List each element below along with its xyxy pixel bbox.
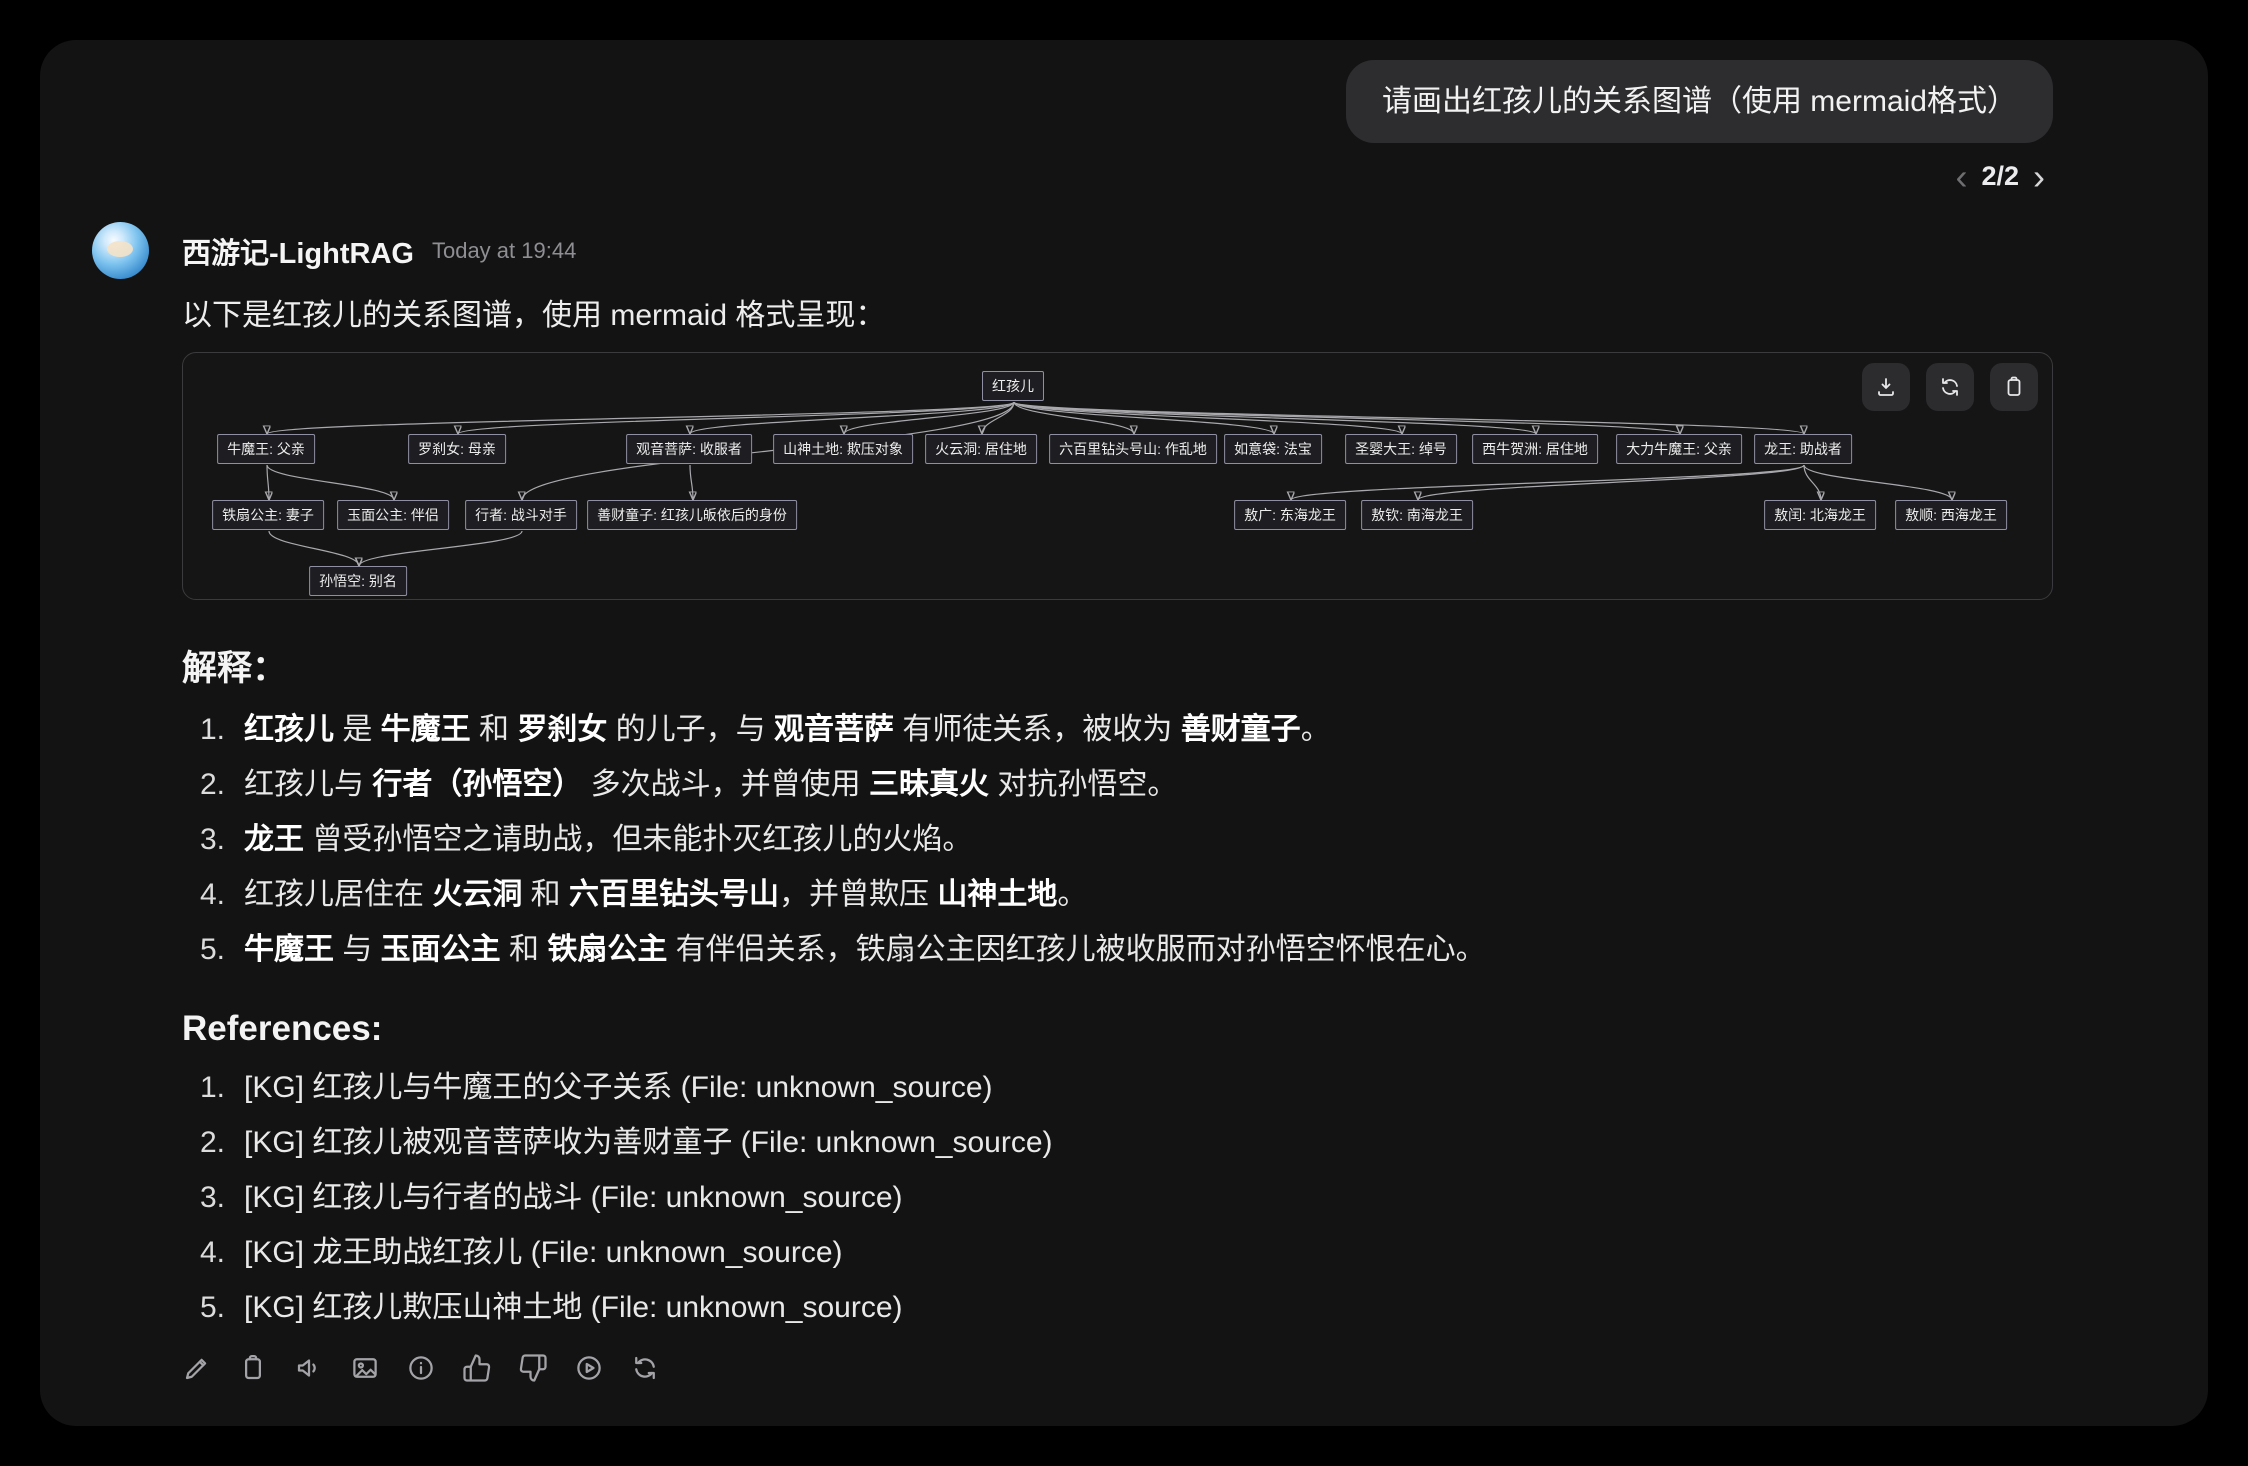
play-icon xyxy=(574,1353,604,1383)
speaker-button[interactable] xyxy=(294,1353,324,1383)
image-button[interactable] xyxy=(350,1353,380,1383)
reference-item: 5.[KG] 红孩儿欺压山神土地 (File: unknown_source) xyxy=(182,1289,2053,1327)
assistant-intro-text: 以下是红孩儿的关系图谱，使用 mermaid 格式呈现： xyxy=(182,299,886,332)
explanation-item: 3.龙王 曾受孙悟空之请助战，但未能扑灭红孩儿的火焰。 xyxy=(182,821,2053,859)
diagram-node-xiniu: 西牛贺洲: 居住地 xyxy=(1472,434,1598,464)
copy-button[interactable] xyxy=(238,1353,268,1383)
page-indicator: 2/2 xyxy=(1981,161,2019,191)
diagram-node-aoguang: 敖广: 东海龙王 xyxy=(1234,500,1346,530)
message-toolbar xyxy=(182,1353,2053,1383)
explanation-list: 1.红孩儿 是 牛魔王 和 罗刹女 的儿子，与 观音菩萨 有师徒关系，被收为 善… xyxy=(182,711,2053,969)
diagram-node-yumian: 玉面公主: 伴侣 xyxy=(337,500,449,530)
diagram-node-ruyidai: 如意袋: 法宝 xyxy=(1224,434,1322,464)
refresh-icon xyxy=(1938,375,1962,399)
chat-window: 请画出红孩儿的关系图谱（使用 mermaid格式） ‹ 2/2 › 西游记-Li… xyxy=(40,40,2208,1426)
diagram-edges xyxy=(183,401,2052,599)
reference-item: 2.[KG] 红孩儿被观音菩萨收为善财童子 (File: unknown_sou… xyxy=(182,1124,2053,1162)
diagram-node-aorun: 敖闰: 北海龙王 xyxy=(1764,500,1876,530)
copy-diagram-button[interactable] xyxy=(1990,363,2038,411)
user-message-bubble: 请画出红孩儿的关系图谱（使用 mermaid格式） xyxy=(1345,60,2053,143)
reference-item: 3.[KG] 红孩儿与行者的战斗 (File: unknown_source) xyxy=(182,1179,2053,1217)
edit-icon xyxy=(182,1353,212,1383)
assistant-header: 西游记-LightRAG Today at 19:44 xyxy=(92,222,2053,280)
info-icon xyxy=(406,1353,436,1383)
explanation-item: 5.牛魔王 与 玉面公主 和 铁扇公主 有伴侣关系，铁扇公主因红孩儿被收服而对孙… xyxy=(182,931,2053,969)
list-number: 2. xyxy=(200,768,226,801)
diagram-node-longwang: 龙王: 助战者 xyxy=(1754,434,1852,464)
diagram-node-tieshan: 铁扇公主: 妻子 xyxy=(212,500,324,530)
diagram-node-shanshen: 山神土地: 欺压对象 xyxy=(773,434,913,464)
references-list: 1.[KG] 红孩儿与牛魔王的父子关系 (File: unknown_sourc… xyxy=(182,1069,2053,1327)
relationship-diagram: 红孩儿牛魔王: 父亲 罗刹女: 母亲 观音菩萨: 收服者山神土地: 欺压对象火云洞:… xyxy=(182,352,2053,600)
diagram-node-guanyin: 观音菩萨: 收服者 xyxy=(626,434,752,464)
download-icon xyxy=(1874,375,1898,399)
edit-button[interactable] xyxy=(182,1353,212,1383)
diagram-node-shancai: 善财童子: 红孩儿皈依后的身份 xyxy=(587,500,797,530)
refresh-diagram-button[interactable] xyxy=(1926,363,1974,411)
thumbs-down-button[interactable] xyxy=(518,1353,548,1383)
diagram-node-dali: 大力牛魔王: 父亲 xyxy=(1616,434,1742,464)
thumbs-up-icon xyxy=(462,1353,492,1383)
regenerate-icon xyxy=(630,1353,660,1383)
explanation-item: 1.红孩儿 是 牛魔王 和 罗刹女 的儿子，与 观音菩萨 有师徒关系，被收为 善… xyxy=(182,711,2053,749)
thumbs-down-icon xyxy=(518,1353,548,1383)
explanation-item: 4.红孩儿居住在 火云洞 和 六百里钻头号山，并曾欺压 山神土地。 xyxy=(182,876,2053,914)
explanation-heading: 解释： xyxy=(182,649,288,688)
diagram-node-aoshun: 敖顺: 西海龙王 xyxy=(1895,500,2007,530)
references-heading: References: xyxy=(182,1009,383,1048)
reference-item: 1.[KG] 红孩儿与牛魔王的父子关系 (File: unknown_sourc… xyxy=(182,1069,2053,1107)
user-message-row: 请画出红孩儿的关系图谱（使用 mermaid格式） xyxy=(182,60,2053,143)
regenerate-button[interactable] xyxy=(630,1353,660,1383)
prev-page-button[interactable]: ‹ xyxy=(1955,155,1968,197)
thumbs-up-button[interactable] xyxy=(462,1353,492,1383)
image-icon xyxy=(350,1353,380,1383)
reference-item: 4.[KG] 龙王助战红孩儿 (File: unknown_source) xyxy=(182,1234,2053,1272)
copy-icon xyxy=(2002,375,2026,399)
assistant-name: 西游记-LightRAG xyxy=(182,238,414,270)
list-number: 3. xyxy=(200,1181,226,1214)
info-button[interactable] xyxy=(406,1353,436,1383)
list-number: 5. xyxy=(200,933,226,966)
diagram-node-sunwukong: 孙悟空: 别名 xyxy=(309,566,407,596)
next-page-button[interactable]: › xyxy=(2033,155,2045,197)
diagram-node-huoyundong: 火云洞: 居住地 xyxy=(925,434,1037,464)
list-number: 4. xyxy=(200,878,226,911)
download-diagram-button[interactable] xyxy=(1862,363,1910,411)
message-timestamp: Today at 19:44 xyxy=(431,238,577,263)
assistant-avatar xyxy=(92,222,149,279)
diagram-node-honghaier: 红孩儿 xyxy=(982,371,1044,401)
diagram-node-luosha: 罗刹女: 母亲 xyxy=(408,434,506,464)
list-number: 5. xyxy=(200,1291,226,1324)
list-number: 2. xyxy=(200,1126,226,1159)
explanation-item: 2.红孩儿与 行者（孙悟空） 多次战斗，并曾使用 三昧真火 对抗孙悟空。 xyxy=(182,766,2053,804)
diagram-node-niumowang: 牛魔王: 父亲 xyxy=(217,434,315,464)
list-number: 3. xyxy=(200,823,226,856)
list-number: 1. xyxy=(200,1071,226,1104)
play-button[interactable] xyxy=(574,1353,604,1383)
diagram-node-shengying: 圣婴大王: 绰号 xyxy=(1345,434,1457,464)
copy-icon xyxy=(238,1353,268,1383)
list-number: 4. xyxy=(200,1236,226,1269)
speaker-icon xyxy=(294,1353,324,1383)
message-pagination: ‹ 2/2 › xyxy=(182,155,2053,197)
diagram-node-liubaili: 六百里钻头号山: 作乱地 xyxy=(1049,434,1217,464)
list-number: 1. xyxy=(200,713,226,746)
diagram-node-aoqin: 敖钦: 南海龙王 xyxy=(1361,500,1473,530)
diagram-toolbar xyxy=(1862,363,2038,411)
diagram-node-xingzhe: 行者: 战斗对手 xyxy=(465,500,577,530)
